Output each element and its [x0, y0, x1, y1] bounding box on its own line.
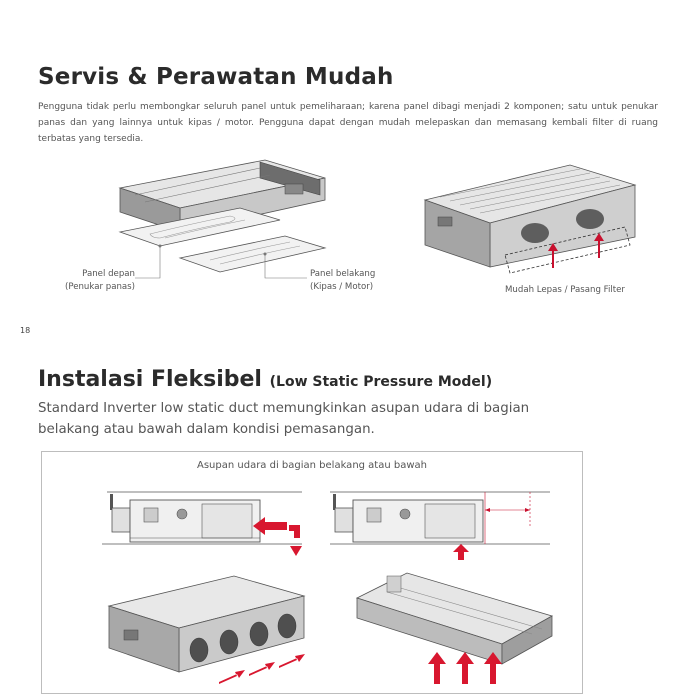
- label-back-panel: Panel belakang (Kipas / Motor): [310, 268, 410, 294]
- section-paragraph-installation-line2: belakang atau bawah dalam kondisi pemasa…: [38, 422, 375, 437]
- label-front-panel-line1: Panel depan: [82, 269, 135, 279]
- installation-figure-caption: Asupan udara di bagian belakang atau baw…: [197, 460, 427, 471]
- bottom-intake-arrows: [428, 652, 502, 684]
- ceiling-unit-filter-illustration: [423, 164, 637, 274]
- section-paragraph-installation-line1: Standard Inverter low static duct memung…: [38, 401, 530, 416]
- page-number: 18: [20, 326, 31, 335]
- duct-bottom-intake-illustration: [330, 491, 550, 560]
- label-front-panel: Panel depan (Penukar panas): [45, 268, 135, 294]
- section-title-installation-main: Instalasi Fleksibel: [38, 367, 262, 392]
- section-title-installation: Instalasi Fleksibel (Low Static Pressure…: [38, 367, 492, 392]
- installation-figure-frame: Asupan udara di bagian belakang atau baw…: [41, 451, 583, 694]
- section-paragraph-service: Pengguna tidak perlu membongkar seluruh …: [38, 102, 658, 144]
- rear-intake-arrows: [219, 654, 305, 684]
- duct-3d-rear-illustration: [107, 575, 306, 684]
- filter-arrows: [548, 233, 604, 268]
- label-back-panel-line2: (Kipas / Motor): [310, 282, 374, 292]
- duct-3d-bottom-illustration: [355, 572, 554, 684]
- label-back-panel-line1: Panel belakang: [310, 269, 376, 279]
- duct-rear-intake-illustration: [102, 491, 302, 556]
- ceiling-unit-panel-illustration: [118, 159, 327, 279]
- label-filter: Mudah Lepas / Pasang Filter: [505, 285, 625, 295]
- section-title-service: Servis & Perawatan Mudah: [38, 64, 394, 90]
- label-front-panel-line2: (Penukar panas): [64, 282, 135, 292]
- section-title-installation-sub: (Low Static Pressure Model): [269, 374, 493, 390]
- section-paragraph-installation: Standard Inverter low static duct memung…: [38, 398, 658, 440]
